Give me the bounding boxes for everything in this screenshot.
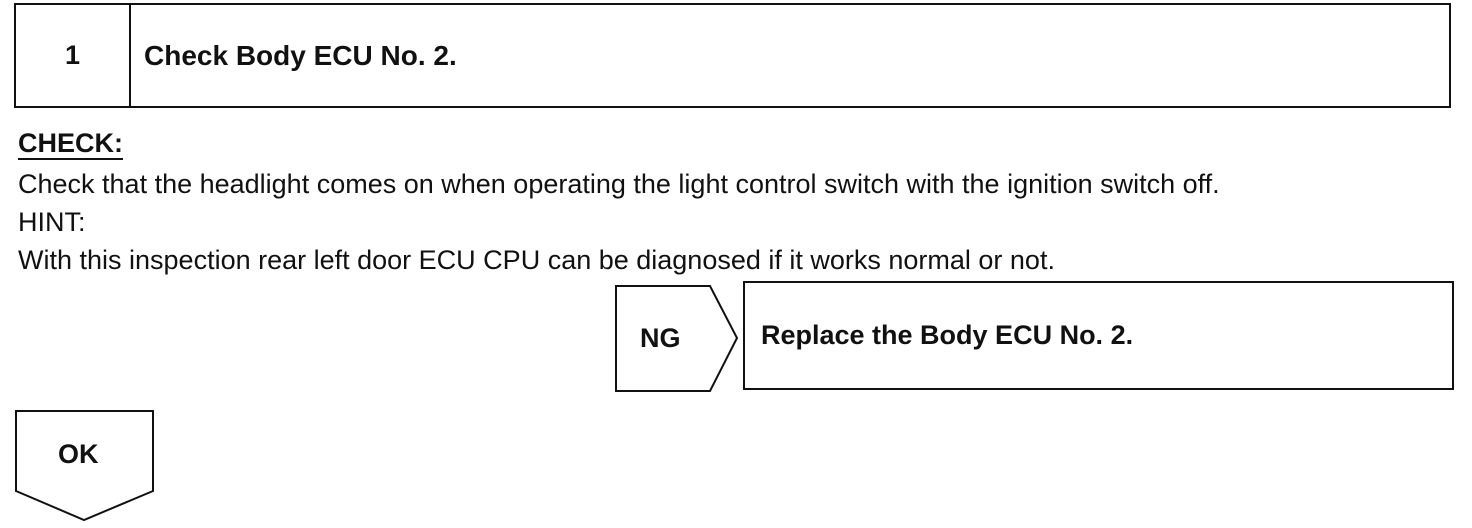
ok-arrow-shape [15,410,154,522]
step-number: 1 [64,40,81,70]
ok-label: OK [58,439,99,469]
step-header-box: 1 Check Body ECU No. 2. [14,3,1451,108]
ng-arrow-shape [615,285,739,392]
hint-label: HINT: [18,207,86,237]
step-divider [129,5,131,106]
step-title: Check Body ECU No. 2. [144,39,457,71]
check-instruction: Check that the headlight comes on when o… [18,169,1220,199]
check-heading: CHECK: [18,128,123,160]
hint-text: With this inspection rear left door ECU … [18,245,1055,275]
ng-action-box: Replace the Body ECU No. 2. [743,281,1454,390]
ng-action-text: Replace the Body ECU No. 2. [761,320,1134,350]
ng-label: NG [640,323,681,353]
